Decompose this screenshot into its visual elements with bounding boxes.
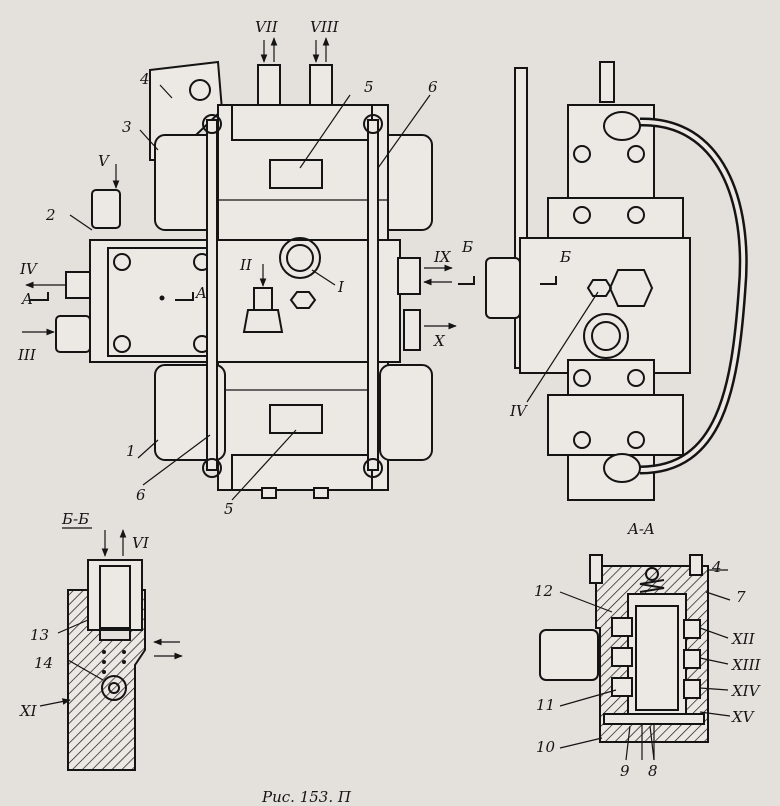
label-IX: IX: [433, 248, 452, 266]
label-B-left: Б: [461, 238, 473, 256]
label-IV-side: IV: [509, 402, 529, 420]
side-center-block: [519, 237, 691, 374]
tie-rod-right: [367, 119, 379, 471]
label-1: 1: [126, 442, 136, 460]
nameplate-lower: [269, 404, 323, 434]
label-8: 8: [648, 762, 658, 780]
label-13: 13: [30, 626, 49, 644]
section-aa-port-fitting: [539, 629, 599, 681]
label-4: 4: [139, 70, 150, 88]
label-B-right: Б: [559, 248, 571, 266]
label-5-bottom: 5: [224, 500, 234, 518]
section-bb: [39, 527, 183, 771]
top-cap: [231, 104, 373, 141]
flange-2: [107, 247, 217, 357]
label-X: X: [433, 332, 446, 350]
label-III: III: [17, 346, 37, 364]
nameplate-upper: [269, 159, 323, 189]
label-XV: XV: [731, 708, 756, 726]
label-14: 14: [34, 654, 53, 672]
label-2: 2: [45, 206, 56, 224]
label-A-center: A: [194, 284, 207, 302]
side-port-fitting: [485, 257, 521, 319]
section-aa-title: A-A: [626, 520, 655, 538]
label-6-top: 6: [428, 78, 438, 96]
label-9: 9: [620, 762, 630, 780]
main-view: [22, 37, 457, 501]
label-XIV: XIV: [731, 682, 762, 700]
labels: VII VIII 5 6 4 3 V 2 IV A III II A I IX …: [17, 18, 762, 806]
port-V-fitting: [91, 189, 121, 229]
label-I: I: [337, 278, 345, 296]
bracket-hole: [189, 79, 211, 101]
label-5-top: 5: [364, 78, 374, 96]
port-IV-fitting: [65, 271, 91, 299]
label-VI: VI: [132, 534, 150, 552]
section-aa: [539, 554, 731, 761]
side-view: [458, 61, 748, 501]
port-VII-fitting: [257, 64, 281, 106]
coil-right-lower: [379, 364, 433, 461]
label-7: 7: [736, 588, 746, 606]
label-XI: XI: [19, 702, 38, 720]
label-XII: XII: [731, 630, 756, 648]
label-A-left: A: [20, 290, 33, 308]
label-6-bottom: 6: [136, 486, 146, 504]
spool-11: [635, 605, 679, 711]
port-III-fitting: [55, 315, 91, 353]
label-VII: VII: [255, 18, 279, 36]
section-bb-title: Б-Б: [61, 510, 89, 528]
label-XIII: XIII: [731, 656, 762, 674]
label-12: 12: [534, 582, 553, 600]
bottom-cap: [231, 454, 373, 491]
label-4-aa: 4: [711, 558, 722, 576]
port-I-fitting: [279, 237, 321, 279]
label-II: II: [239, 256, 253, 274]
port-VIII-fitting: [309, 64, 333, 106]
tie-rod-left: [206, 119, 218, 471]
label-10: 10: [536, 738, 556, 756]
label-VIII: VIII: [310, 18, 340, 36]
label-IV-left: IV: [19, 260, 39, 278]
figure-caption: Рис. 153. П: [261, 788, 352, 806]
label-3: 3: [122, 118, 132, 136]
label-11: 11: [536, 696, 555, 714]
label-V: V: [98, 152, 111, 170]
